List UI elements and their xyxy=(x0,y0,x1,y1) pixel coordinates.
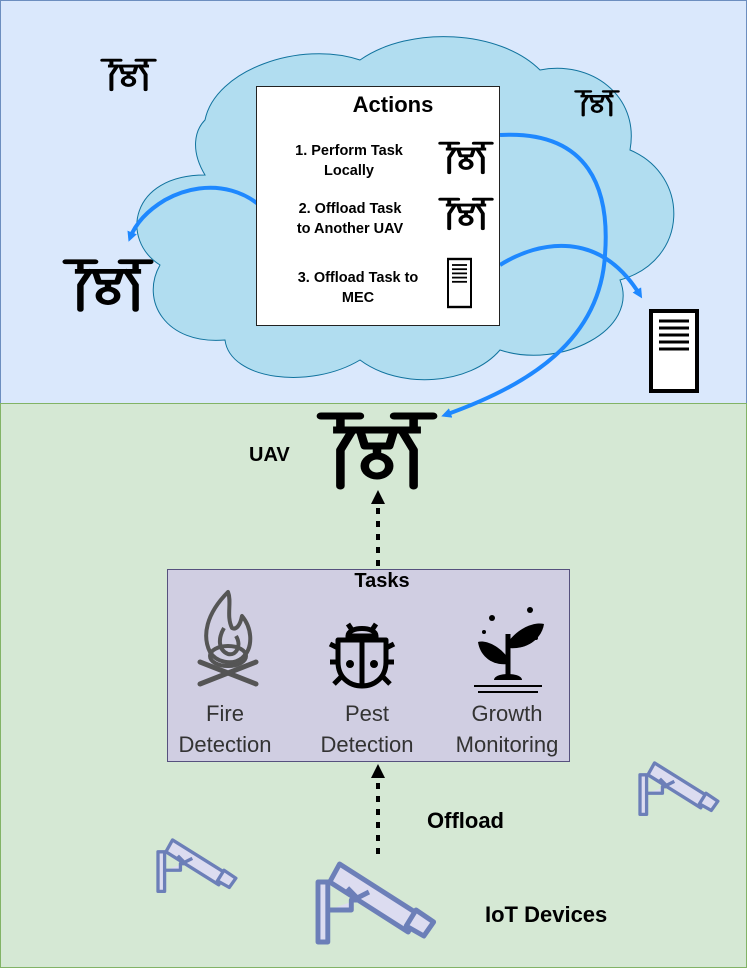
tasks-title: Tasks xyxy=(354,570,410,592)
offload-label: Offload xyxy=(427,808,504,833)
camera-icon xyxy=(638,761,720,817)
task-pest-detection: Pest Detection xyxy=(320,701,414,757)
iot-devices-label: IoT Devices xyxy=(485,902,608,927)
task-fire-detection: Fire Detection xyxy=(178,701,272,757)
drone-icon xyxy=(574,89,620,117)
action-offload-mec: 3. Offload Task to MEC xyxy=(297,270,419,306)
camera-icon xyxy=(156,838,238,894)
drone-icon xyxy=(321,416,433,486)
action-perform-locally: 1. Perform Task Locally xyxy=(295,143,403,179)
server-icon xyxy=(649,309,699,393)
uav-label: UAV xyxy=(249,444,290,466)
drone-icon xyxy=(100,58,157,92)
actions-title: Actions xyxy=(352,92,434,117)
drone-icon xyxy=(66,262,151,310)
action-offload-uav: 2. Offload Task to Another UAV xyxy=(296,201,404,237)
task-growth-monitoring: Growth Monitoring xyxy=(455,701,559,757)
arrow-local xyxy=(441,132,608,418)
camera-icon xyxy=(318,864,434,942)
arrow-to-mec xyxy=(498,243,643,299)
